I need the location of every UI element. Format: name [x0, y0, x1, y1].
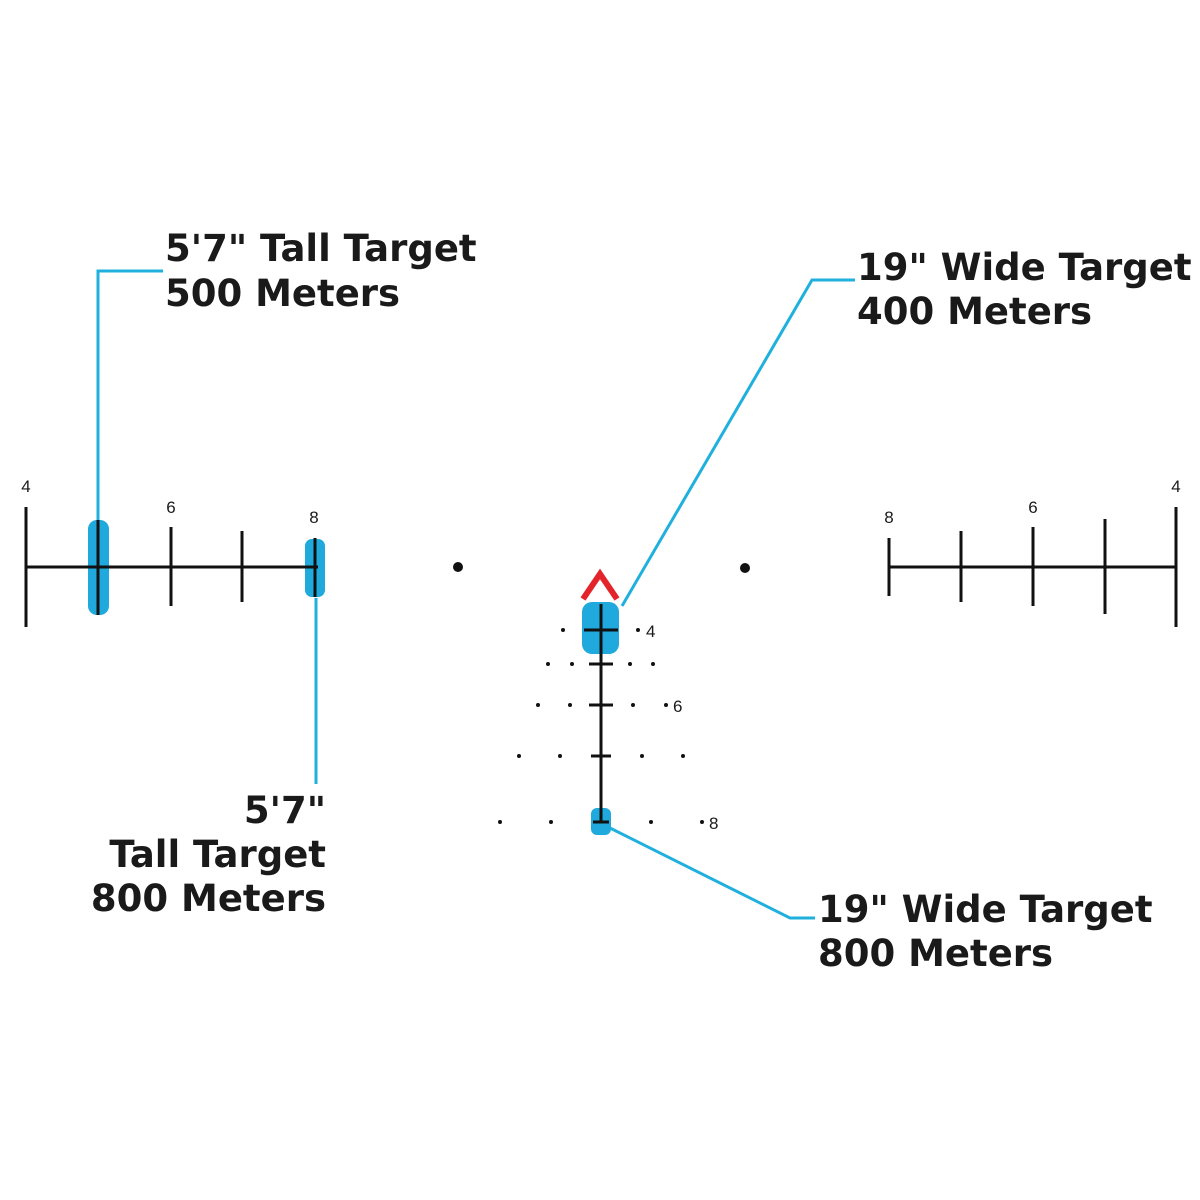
post-label-8: 8	[709, 814, 718, 833]
callout-wide-400-line2: 400 Meters	[857, 290, 1092, 333]
leader-wide-800	[609, 826, 815, 920]
leader-tall-500	[96, 269, 163, 525]
left-scale-label-8: 8	[309, 508, 318, 527]
callout-wide-800-line1: 19" Wide Target	[818, 888, 1153, 931]
center-bdc-post	[584, 604, 618, 824]
callout-wide-800-line2: 800 Meters	[818, 932, 1053, 975]
callout-tall-800-line1: 5'7"	[244, 789, 326, 832]
wind-dots	[498, 628, 704, 824]
red-chevron-icon	[580, 568, 620, 601]
right-scale-label-8: 8	[884, 508, 893, 527]
post-label-4: 4	[646, 622, 655, 641]
right-scale-label-4: 4	[1171, 477, 1180, 496]
left-scale-label-4: 4	[21, 477, 30, 496]
right-stadia-scale	[887, 507, 1178, 627]
left-scale-label-6: 6	[166, 498, 175, 517]
leader-lines	[96, 269, 855, 920]
callout-wide-400-line1: 19" Wide Target	[857, 246, 1192, 289]
left-center-dot	[453, 562, 463, 572]
callout-tall-800-line2: Tall Target	[109, 833, 326, 876]
right-center-dot	[740, 563, 750, 573]
callout-tall-500-line2: 500 Meters	[165, 272, 400, 315]
callout-tall-800-line3: 800 Meters	[91, 877, 326, 920]
right-scale-label-6: 6	[1028, 498, 1037, 517]
callout-tall-500-line1: 5'7" Tall Target	[165, 227, 477, 270]
leader-wide-400	[620, 278, 855, 607]
post-label-6: 6	[673, 697, 682, 716]
